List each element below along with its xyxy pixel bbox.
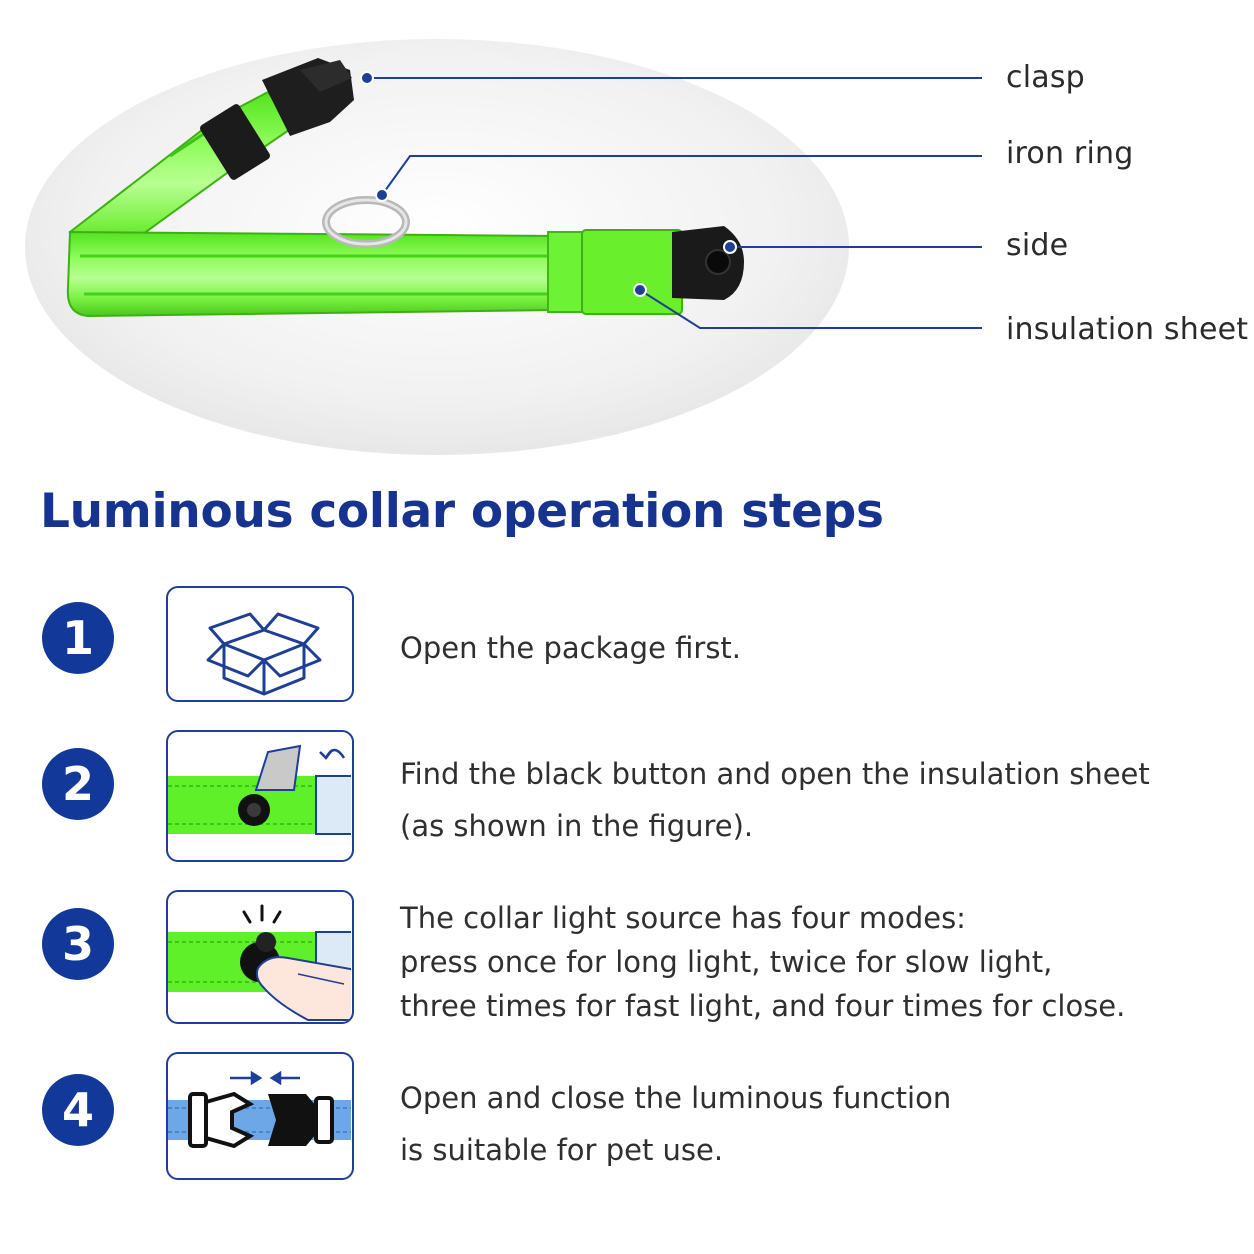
open-box-icon <box>206 612 322 696</box>
insulation-sheet-icon <box>168 744 351 835</box>
step-4-illustration <box>166 1052 354 1180</box>
step-text-line: Open and close the luminous function <box>400 1081 952 1115</box>
insulation-sheet <box>581 229 683 315</box>
clasp-buckle <box>200 58 354 180</box>
product-illustration: clasp iron ring side insulation sheet <box>0 0 1254 470</box>
step-2-illustration <box>166 730 354 862</box>
step-text-line: press once for long light, twice for slo… <box>400 945 1053 979</box>
step-1-illustration <box>166 586 354 702</box>
step-2-text: Find the black button and open the insul… <box>400 748 1150 852</box>
step-text-line: three times for fast light, and four tim… <box>400 989 1126 1023</box>
step-number-badge: 3 <box>42 908 114 980</box>
step-text-line: (as shown in the figure). <box>400 809 754 843</box>
step-number-badge: 1 <box>42 602 114 674</box>
collar-strap-horizontal <box>66 230 562 318</box>
step-text-line: The collar light source has four modes: <box>400 901 966 935</box>
side-marker <box>723 240 737 254</box>
step-3-illustration <box>166 890 354 1024</box>
step-4-text: Open and close the luminous function is … <box>400 1072 951 1176</box>
callout-insulation-sheet: insulation sheet <box>1006 312 1249 347</box>
step-text-line: Find the black button and open the insul… <box>400 757 1150 791</box>
step-text-line: is suitable for pet use. <box>400 1133 724 1167</box>
collar-photo <box>25 39 982 455</box>
step-3-text: The collar light source has four modes: … <box>400 896 1125 1028</box>
press-button-icon <box>168 904 351 1021</box>
buckle-icon <box>168 1070 351 1149</box>
iron-ring-marker <box>375 188 389 202</box>
clasp-marker <box>360 71 374 85</box>
step-number-badge: 4 <box>42 1074 114 1146</box>
page-title: Luminous collar operation steps <box>40 484 884 539</box>
callout-side: side <box>1006 228 1069 263</box>
step-text-line: Open the package first. <box>400 631 742 665</box>
insulation-sheet-marker <box>633 283 647 297</box>
step-1-text: Open the package first. <box>400 622 741 674</box>
callout-iron-ring: iron ring <box>1006 136 1134 171</box>
callout-clasp: clasp <box>1006 60 1085 95</box>
step-number-badge: 2 <box>42 748 114 820</box>
